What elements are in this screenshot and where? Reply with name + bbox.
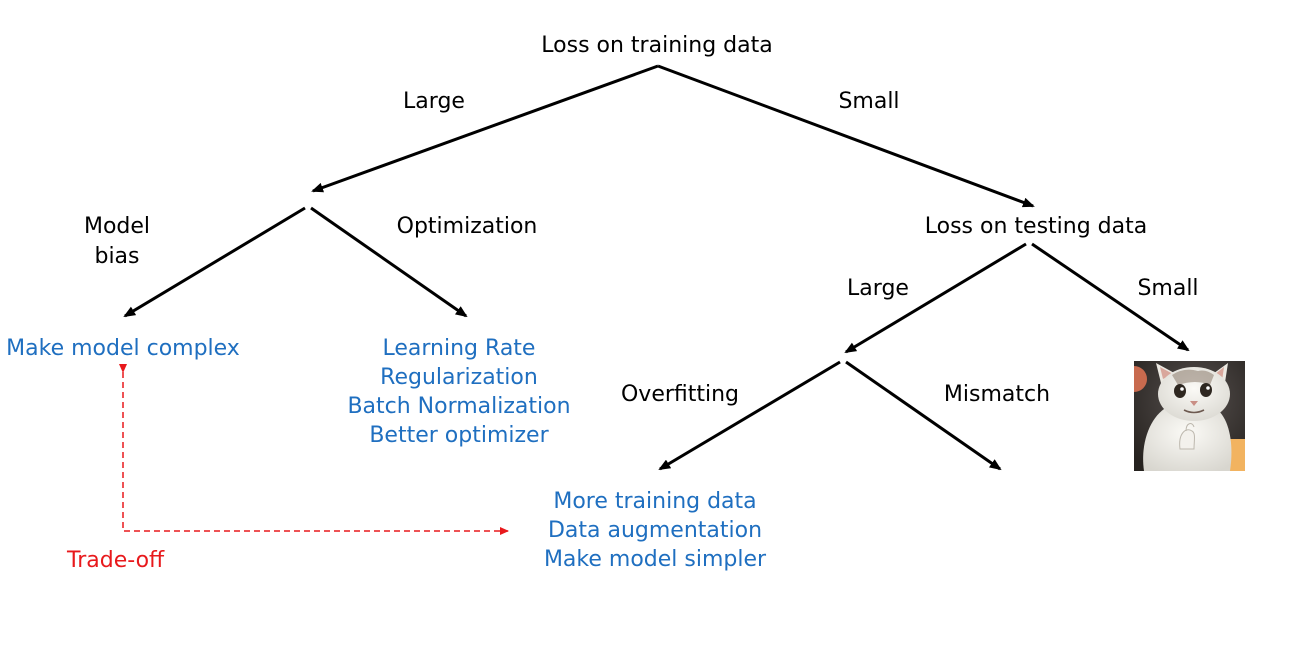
fix-item: Make model complex (6, 336, 240, 361)
edge-large-to-model-bias (123, 206, 306, 318)
edge-test-to-small (1031, 242, 1190, 352)
tradeoff-label: Trade-off (67, 548, 165, 573)
fix-item: Better optimizer (369, 423, 549, 448)
test-small-branch-label: Small (1137, 276, 1199, 301)
mismatch-label: Mismatch (943, 382, 1051, 407)
optimization-fixes: Learning Rate Regularization Batch Norma… (347, 334, 570, 450)
overfitting-label: Overfitting (620, 382, 740, 407)
tradeoff-dashed-arrow (119, 364, 509, 535)
fix-item: Learning Rate (382, 336, 536, 361)
edge-root-to-small (657, 64, 1035, 208)
root-node-label: Loss on training data (541, 33, 773, 58)
cat-meme-image (1134, 361, 1245, 471)
fix-item: Batch Normalization (347, 394, 571, 419)
fix-item: More training data (553, 489, 757, 514)
optimization-label: Optimization (396, 214, 538, 239)
test-node-label: Loss on testing data (924, 214, 1148, 239)
train-small-branch-label: Small (838, 89, 900, 114)
edge-testlarge-to-overfitting (658, 360, 841, 471)
train-large-branch-label: Large (403, 89, 465, 114)
fix-item: Data augmentation (547, 518, 763, 543)
model-bias-fixes: Make model complex (6, 334, 240, 363)
edge-test-to-large (844, 242, 1027, 354)
edge-testlarge-to-mismatch (845, 360, 1002, 471)
cat-illustration (1134, 361, 1245, 471)
edge-large-to-optimization (310, 206, 468, 318)
fix-item: Make model simpler (543, 547, 767, 572)
test-large-branch-label: Large (847, 276, 909, 301)
model-bias-line: Model (83, 214, 151, 239)
edge-root-to-large (311, 64, 659, 193)
model-bias-line: bias (94, 244, 140, 269)
fix-item: Regularization (380, 365, 538, 390)
model-bias-label: Model bias (84, 212, 150, 272)
overfitting-fixes: More training data Data augmentation Mak… (544, 487, 766, 574)
